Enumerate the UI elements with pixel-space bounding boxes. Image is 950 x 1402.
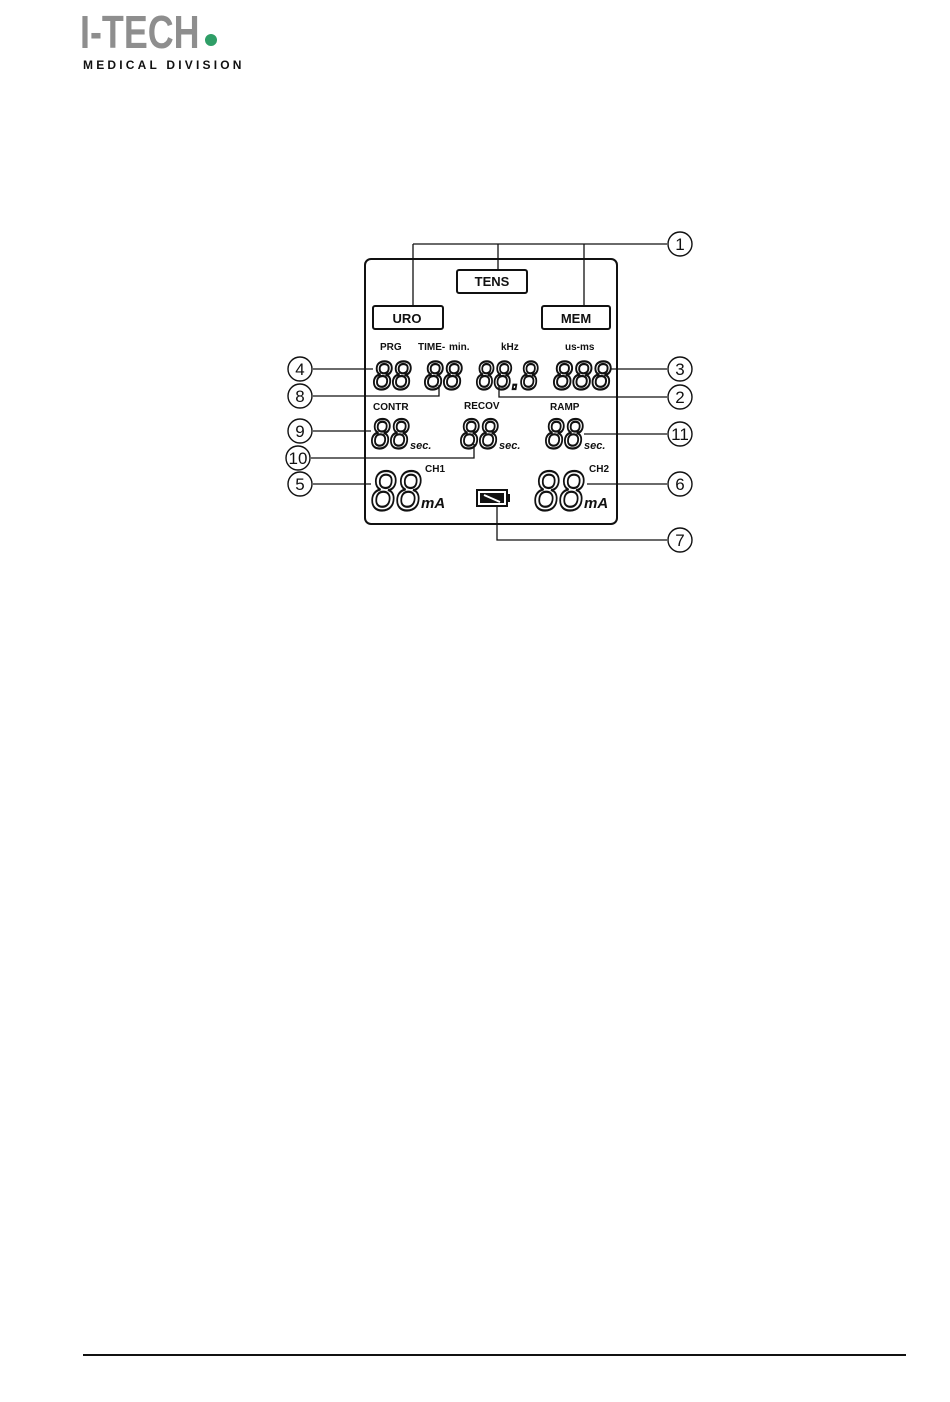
battery-icon	[477, 490, 510, 506]
mode-tens-label: TENS	[475, 274, 510, 289]
callout-2: 2	[668, 385, 692, 409]
label-ch1: CH1	[425, 464, 445, 475]
label-time: TIME-	[418, 342, 445, 353]
label-prg: PRG	[380, 342, 402, 353]
mode-box-uro: URO	[373, 306, 443, 329]
label-time-unit: min.	[449, 342, 470, 353]
label-ch2: CH2	[589, 464, 609, 475]
mode-uro-label: URO	[393, 311, 422, 326]
callout-8: 8	[288, 384, 312, 408]
unit-ma-ch1: mA	[421, 495, 445, 512]
unit-sec-ramp: sec.	[584, 440, 605, 452]
callout-9: 9	[288, 419, 312, 443]
digits-time: 88	[424, 354, 463, 398]
footer-rule	[83, 1354, 906, 1356]
svg-text:7: 7	[675, 531, 684, 550]
callout-1-lines	[413, 244, 667, 306]
unit-sec-recov: sec.	[499, 440, 520, 452]
svg-text:5: 5	[295, 475, 304, 494]
callout-3: 3	[668, 357, 692, 381]
callout-10: 10	[286, 446, 310, 470]
callout-7: 7	[668, 528, 692, 552]
callout-11: 11	[668, 422, 692, 446]
callout-4: 4	[288, 357, 312, 381]
unit-ma-ch2: mA	[584, 495, 608, 512]
digits-ch1: 88	[371, 459, 421, 522]
unit-sec-contr: sec.	[410, 440, 431, 452]
svg-text:1: 1	[675, 235, 684, 254]
digits-recov: 88	[460, 410, 499, 457]
digits-ramp: 88	[545, 410, 584, 457]
mode-box-tens: TENS	[457, 270, 527, 293]
mode-mem-label: MEM	[561, 311, 591, 326]
digits-prg: 88	[373, 354, 412, 398]
digits-frequency: 88.8	[476, 354, 539, 398]
callout-5: 5	[288, 472, 312, 496]
svg-text:2: 2	[675, 388, 684, 407]
mode-box-mem: MEM	[542, 306, 610, 329]
callout-6: 6	[668, 472, 692, 496]
digits-contr: 88	[371, 410, 410, 457]
svg-text:6: 6	[675, 475, 684, 494]
digits-pulse-width: 888	[553, 354, 612, 398]
label-khz: kHz	[501, 342, 519, 353]
svg-text:8: 8	[295, 387, 304, 406]
callout-1: 1	[668, 232, 692, 256]
svg-text:9: 9	[295, 422, 304, 441]
svg-text:10: 10	[289, 449, 308, 468]
svg-text:3: 3	[675, 360, 684, 379]
digits-ch2: 88	[534, 459, 584, 522]
label-us-ms: us-ms	[565, 342, 595, 353]
svg-text:11: 11	[671, 425, 689, 444]
svg-text:4: 4	[295, 360, 304, 379]
